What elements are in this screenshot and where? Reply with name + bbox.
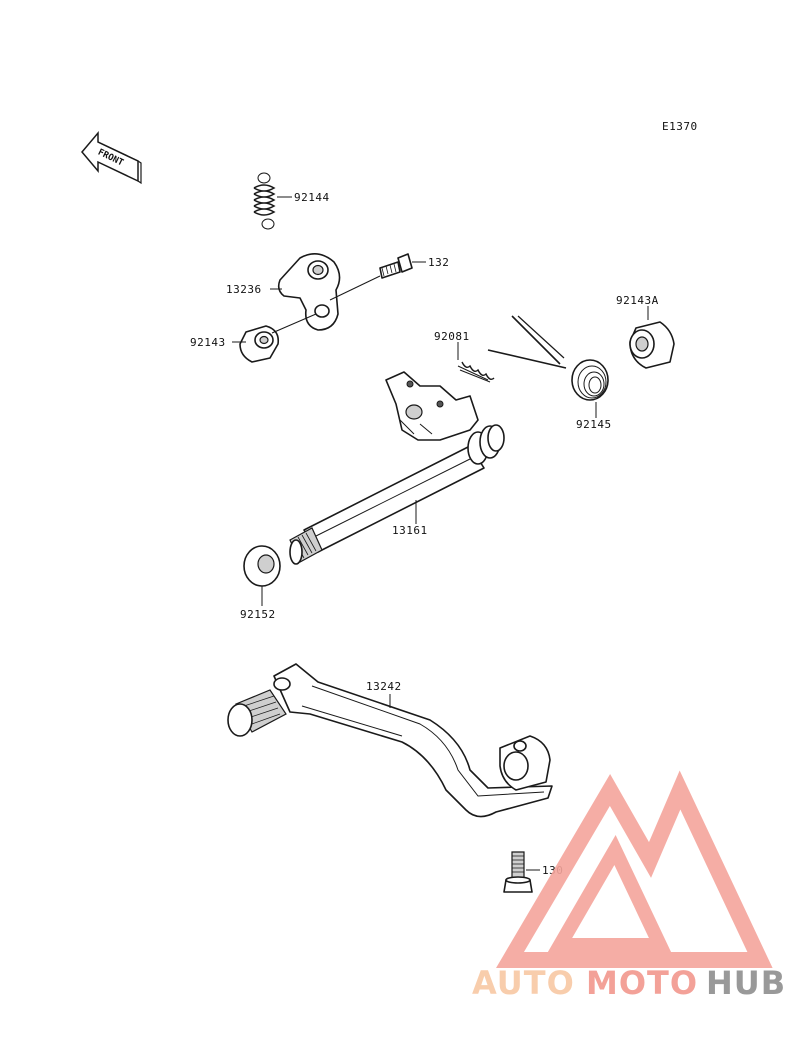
- watermark-text-hub: HUB: [706, 964, 786, 1002]
- shift-shaft-13161: [289, 371, 505, 565]
- bolt-132: [329, 253, 426, 301]
- washer-92152: [243, 545, 281, 606]
- label-13161: 13161: [392, 524, 428, 537]
- label-132: 132: [428, 256, 449, 269]
- bolt-130: [503, 851, 540, 893]
- collar-92143A: [629, 306, 675, 369]
- spring-92145: [487, 315, 609, 418]
- label-92143A: 92143A: [616, 294, 659, 307]
- bracket-13236: [270, 253, 341, 331]
- diagram-code: E1370: [662, 120, 698, 133]
- label-13236: 13236: [226, 283, 262, 296]
- label-92143: 92143: [190, 336, 226, 349]
- label-92081: 92081: [434, 330, 470, 343]
- watermark-text-auto: AUTO: [472, 964, 575, 1002]
- watermark-text-moto: MOTO: [586, 964, 698, 1002]
- label-92144: 92144: [294, 191, 330, 204]
- label-92152: 92152: [240, 608, 276, 621]
- spring-92081: [457, 342, 495, 383]
- front-arrow-icon: FRONT: [81, 130, 142, 185]
- label-92145: 92145: [576, 418, 612, 431]
- shift-pedal-13242: [227, 663, 553, 818]
- automotohub-watermark: AUTO MOTO HUB: [472, 770, 786, 1002]
- label-13242: 13242: [366, 680, 402, 693]
- collar-92143: [232, 313, 317, 363]
- spring-92144: [253, 172, 292, 230]
